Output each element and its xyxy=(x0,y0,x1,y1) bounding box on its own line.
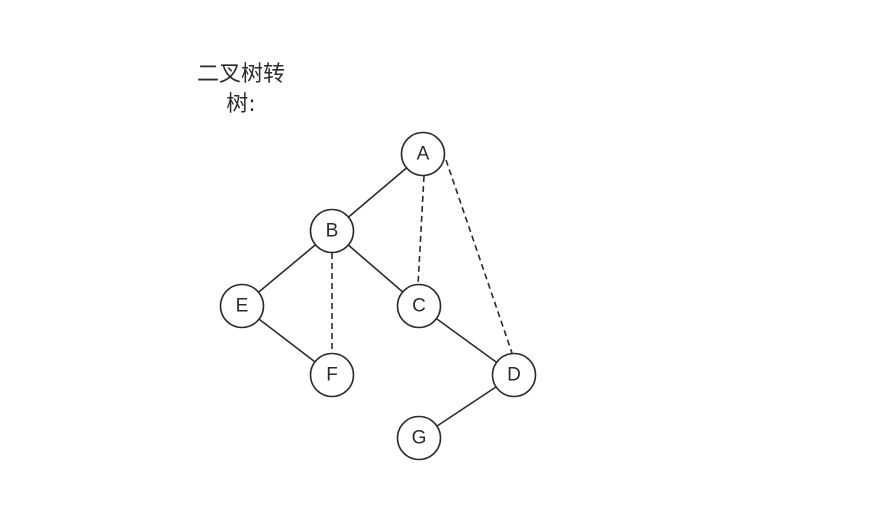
node-label-g: G xyxy=(412,428,427,449)
nodes-group: A B C D E F G xyxy=(219,131,537,461)
node-d: D xyxy=(491,352,537,398)
node-circle-d xyxy=(491,352,537,398)
edge-a-b xyxy=(347,167,408,218)
node-circle-c xyxy=(396,283,442,329)
node-circle-g xyxy=(396,415,442,461)
diagram-caption: 二叉树转 树: xyxy=(186,60,296,120)
edge-a-d-dashed xyxy=(445,159,513,354)
edge-a-c-dashed xyxy=(417,175,425,286)
caption-line-1: 二叉树转 xyxy=(196,62,285,87)
node-circle-b xyxy=(309,208,355,254)
node-label-e: E xyxy=(236,296,249,317)
node-label-d: D xyxy=(507,365,521,386)
node-a: A xyxy=(400,131,446,177)
node-circle-a xyxy=(400,131,446,177)
edge-b-c xyxy=(347,244,404,293)
node-g: G xyxy=(396,415,442,461)
edge-d-g xyxy=(436,386,497,427)
edge-e-f xyxy=(258,318,316,363)
node-circle-e xyxy=(219,283,265,329)
node-label-f: F xyxy=(326,365,338,386)
edge-c-d xyxy=(435,317,498,364)
edge-b-e xyxy=(258,244,316,293)
node-label-a: A xyxy=(417,144,430,165)
edges-group xyxy=(258,159,513,427)
node-b: B xyxy=(309,208,355,254)
node-label-b: B xyxy=(326,221,339,242)
node-e: E xyxy=(219,283,265,329)
node-label-c: C xyxy=(412,296,426,317)
node-circle-f xyxy=(309,352,355,398)
node-c: C xyxy=(396,283,442,329)
node-f: F xyxy=(309,352,355,398)
caption-line-2: 树: xyxy=(226,92,256,117)
